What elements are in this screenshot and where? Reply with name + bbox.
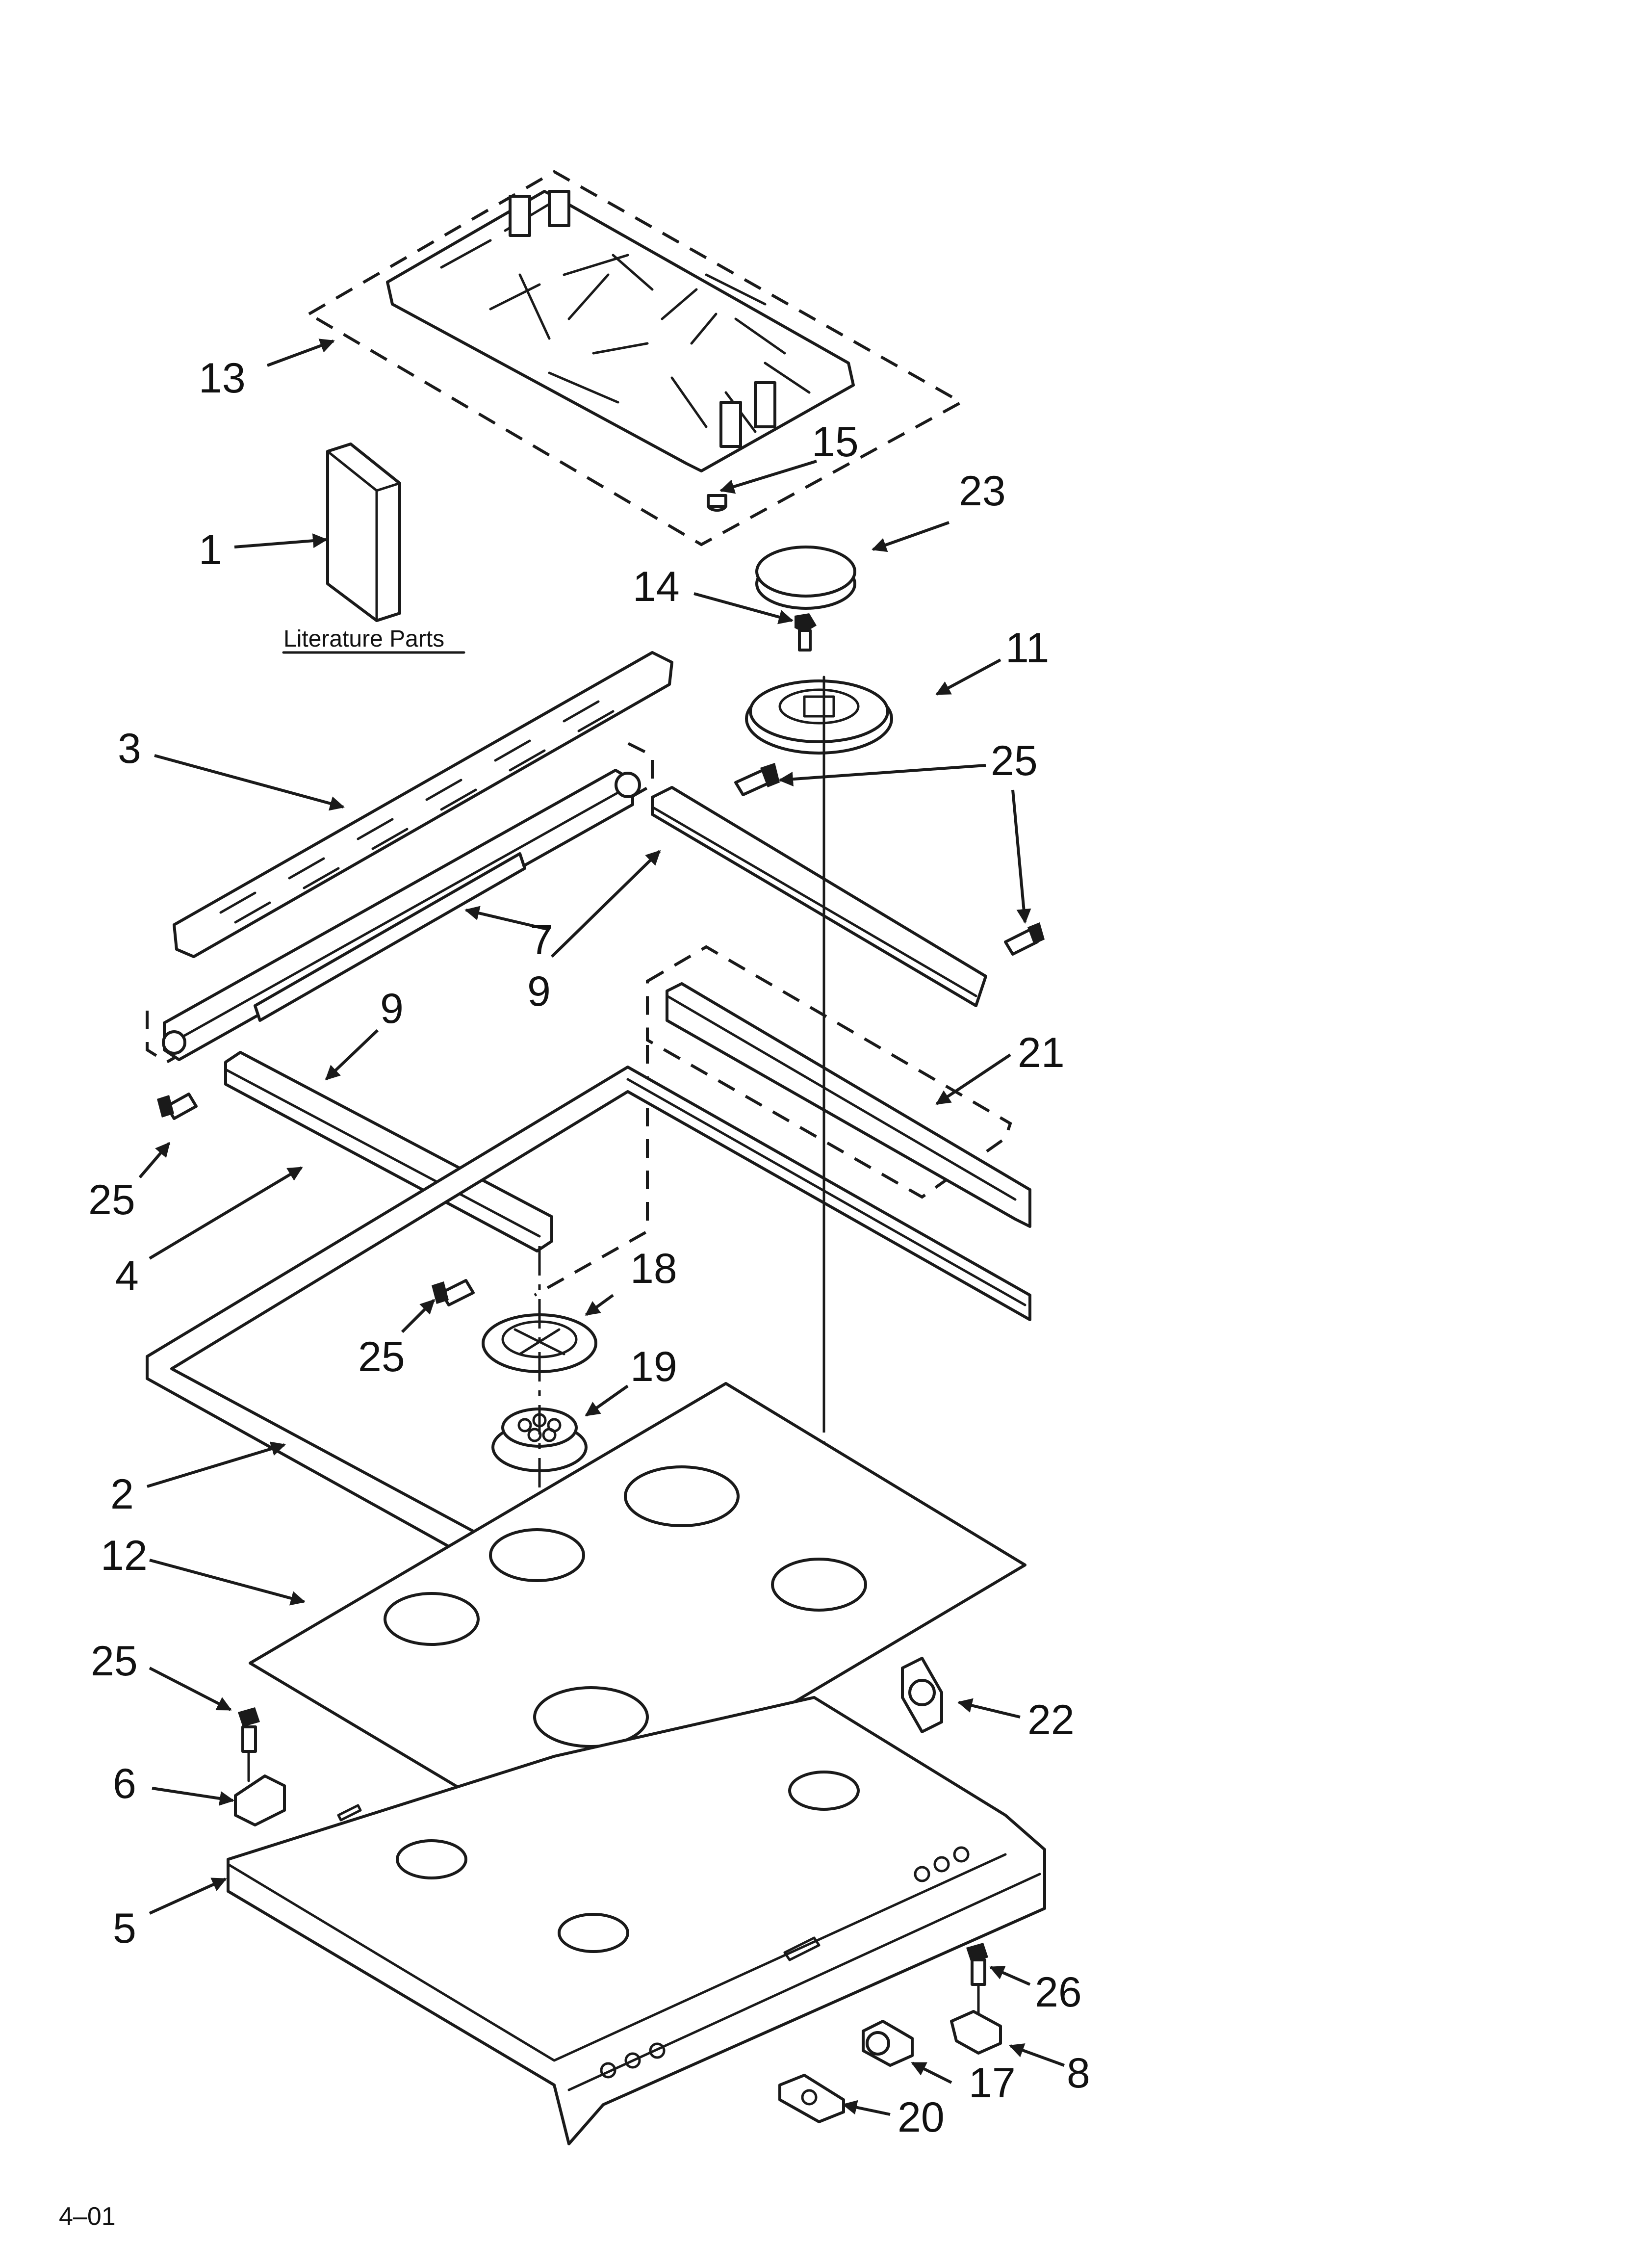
callout-3: 3 — [118, 725, 141, 772]
screw-25-lower — [238, 1707, 260, 1753]
burner-grate — [306, 170, 965, 547]
mounting-bracket-upper — [651, 786, 987, 1007]
page-code: 4–01 — [59, 2202, 116, 2231]
callout-25-left: 25 — [88, 1176, 135, 1224]
rear-seal-strip — [646, 945, 1031, 1228]
screw-25-upper — [734, 763, 780, 796]
grate-foot — [707, 494, 727, 512]
screw-25-right — [1004, 922, 1045, 956]
screw-25-left — [157, 1093, 198, 1120]
clip-6 — [234, 1750, 286, 1826]
callout-12: 12 — [101, 1532, 148, 1579]
bracket-8 — [950, 2010, 1002, 2055]
callout-9-upper: 9 — [527, 968, 551, 1015]
callout-11: 11 — [1005, 625, 1049, 672]
callout-25-middle: 25 — [358, 1333, 405, 1381]
manifold-assembly — [146, 737, 654, 1064]
screw-26 — [966, 1943, 988, 2018]
callout-18: 18 — [630, 1245, 677, 1292]
callout-6: 6 — [113, 1760, 136, 1807]
callout-23: 23 — [959, 468, 1006, 515]
igniter — [901, 1657, 943, 1733]
screw-25-middle — [432, 1279, 475, 1306]
callout-26: 26 — [1035, 1969, 1082, 2016]
callout-8: 8 — [1067, 2050, 1090, 2097]
callout-17: 17 — [969, 2059, 1016, 2107]
vent-trim — [173, 651, 673, 958]
callout-1: 1 — [199, 526, 222, 574]
burner-cap — [755, 546, 856, 610]
screw-14 — [795, 613, 817, 652]
callout-4: 4 — [115, 1252, 139, 1300]
callout-25-lower: 25 — [91, 1638, 138, 1685]
callout-25-top: 25 — [991, 737, 1038, 784]
callout-2: 2 — [110, 1471, 134, 1518]
callout-5: 5 — [113, 1905, 136, 1952]
mounting-bracket-left — [224, 1051, 553, 1252]
cooktop-frame — [146, 1066, 1031, 1598]
glass-cooktop — [249, 1382, 1026, 1846]
bracket-20 — [778, 2074, 845, 2123]
literature-parts-booklet — [326, 443, 401, 622]
burner-box — [227, 1696, 1046, 2145]
callout-14: 14 — [633, 563, 680, 610]
callout-15: 15 — [812, 418, 859, 466]
callout-7: 7 — [530, 916, 553, 964]
callout-9-left: 9 — [380, 985, 404, 1032]
literature-parts-label: Literature Parts — [283, 626, 444, 652]
callout-19: 19 — [630, 1343, 677, 1390]
callout-21: 21 — [1018, 1029, 1065, 1076]
callout-20: 20 — [898, 2094, 945, 2141]
leader-lines — [138, 339, 1065, 2116]
burner-base-large — [745, 679, 893, 755]
callout-22: 22 — [1027, 1696, 1075, 1744]
thermocouple-17 — [862, 2020, 914, 2067]
callout-13: 13 — [199, 355, 246, 402]
